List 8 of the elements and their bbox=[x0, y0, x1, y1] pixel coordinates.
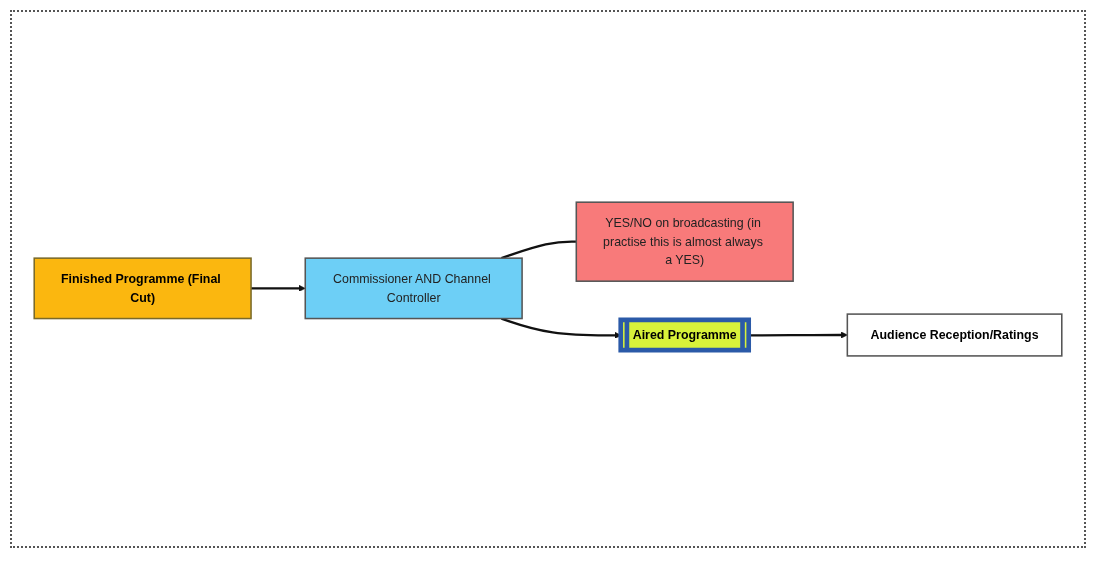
connector bbox=[501, 240, 577, 260]
dotted-frame: Finished Programme (Final Cut) Commissioner AND Channel Controller YES/NO on broadcasting (in practise this is almost always a YES) Aired Programme Audience Reception/Ratings bbox=[10, 10, 1086, 548]
node-box bbox=[304, 257, 523, 320]
arrow bbox=[251, 284, 306, 292]
node-box bbox=[846, 313, 1063, 357]
arrow bbox=[749, 331, 848, 339]
node-box bbox=[33, 257, 252, 320]
node-box bbox=[575, 201, 794, 282]
